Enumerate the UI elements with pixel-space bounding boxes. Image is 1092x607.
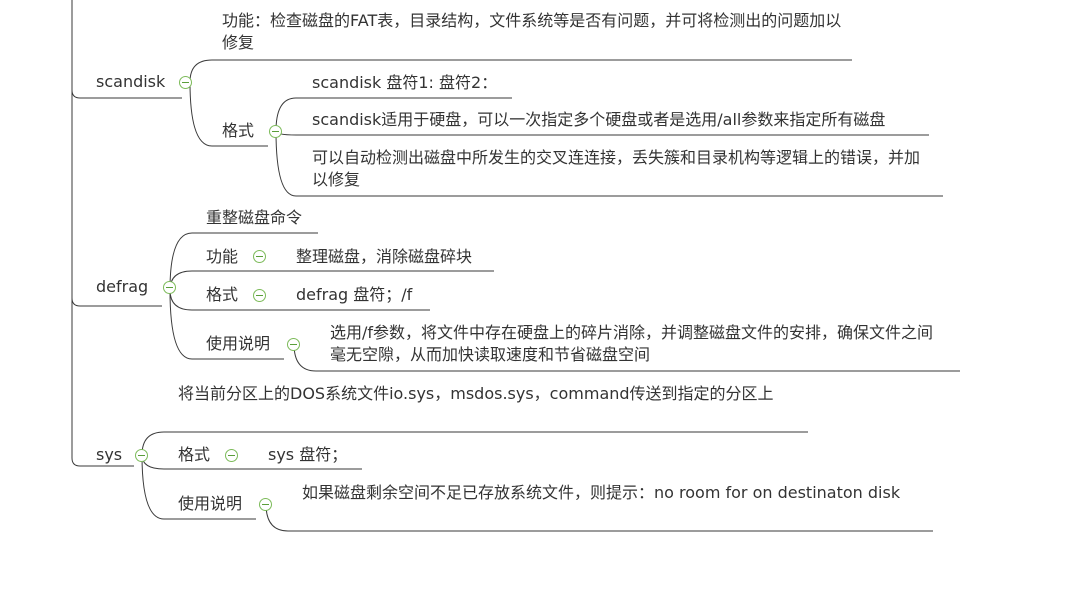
node-scandisk-function: 功能：检查磁盘的FAT表，目录结构，文件系统等是否有问题，并可将检测出的问题加以… — [222, 11, 842, 52]
node-scandisk-format: 格式 — [222, 121, 255, 140]
collapse-toggle-icon[interactable] — [269, 125, 282, 138]
node-scandisk-format-item-1: scandisk 盘符1: 盘符2： — [312, 73, 498, 92]
node-defrag-format: 格式 — [206, 285, 239, 304]
node-scandisk-format-item-2: scandisk适用于硬盘，可以一次指定多个硬盘或者是选用/all参数来指定所有… — [312, 110, 886, 129]
node-defrag-format-value: defrag 盘符；/f — [296, 285, 413, 304]
collapse-toggle-icon[interactable] — [287, 338, 300, 351]
node-defrag-usage: 使用说明 — [206, 334, 271, 353]
node-sys: sys — [96, 445, 123, 464]
node-sys-format-value: sys 盘符； — [268, 445, 348, 464]
node-sys-format: 格式 — [178, 445, 211, 464]
collapse-toggle-icon[interactable] — [259, 498, 272, 511]
collapse-toggle-icon[interactable] — [253, 250, 266, 263]
collapse-toggle-icon[interactable] — [163, 281, 176, 294]
node-defrag-usage-value: 选用/f参数，将文件中存在硬盘上的碎片消除，并调整磁盘文件的安排，确保文件之间毫… — [330, 323, 934, 364]
node-scandisk: scandisk — [96, 72, 166, 91]
node-sys-usage: 使用说明 — [178, 494, 243, 513]
node-defrag-function-value: 整理磁盘，消除磁盘碎块 — [296, 247, 473, 266]
node-sys-description: 将当前分区上的DOS系统文件io.sys，msdos.sys，command传送… — [178, 384, 774, 403]
collapse-toggle-icon[interactable] — [179, 76, 192, 89]
collapse-toggle-icon[interactable] — [225, 449, 238, 462]
node-scandisk-format-item-3: 可以自动检测出磁盘中所发生的交叉连连接，丢失簇和目录机构等逻辑上的错误，并加以修… — [312, 148, 921, 189]
node-defrag: defrag — [96, 277, 149, 296]
collapse-toggle-icon[interactable] — [135, 449, 148, 462]
collapse-toggle-icon[interactable] — [253, 289, 266, 302]
node-defrag-function: 功能 — [206, 247, 239, 266]
node-sys-usage-value: 如果磁盘剩余空间不足已存放系统文件，则提示：no room for on des… — [302, 483, 901, 502]
node-defrag-description: 重整磁盘命令 — [206, 208, 303, 227]
